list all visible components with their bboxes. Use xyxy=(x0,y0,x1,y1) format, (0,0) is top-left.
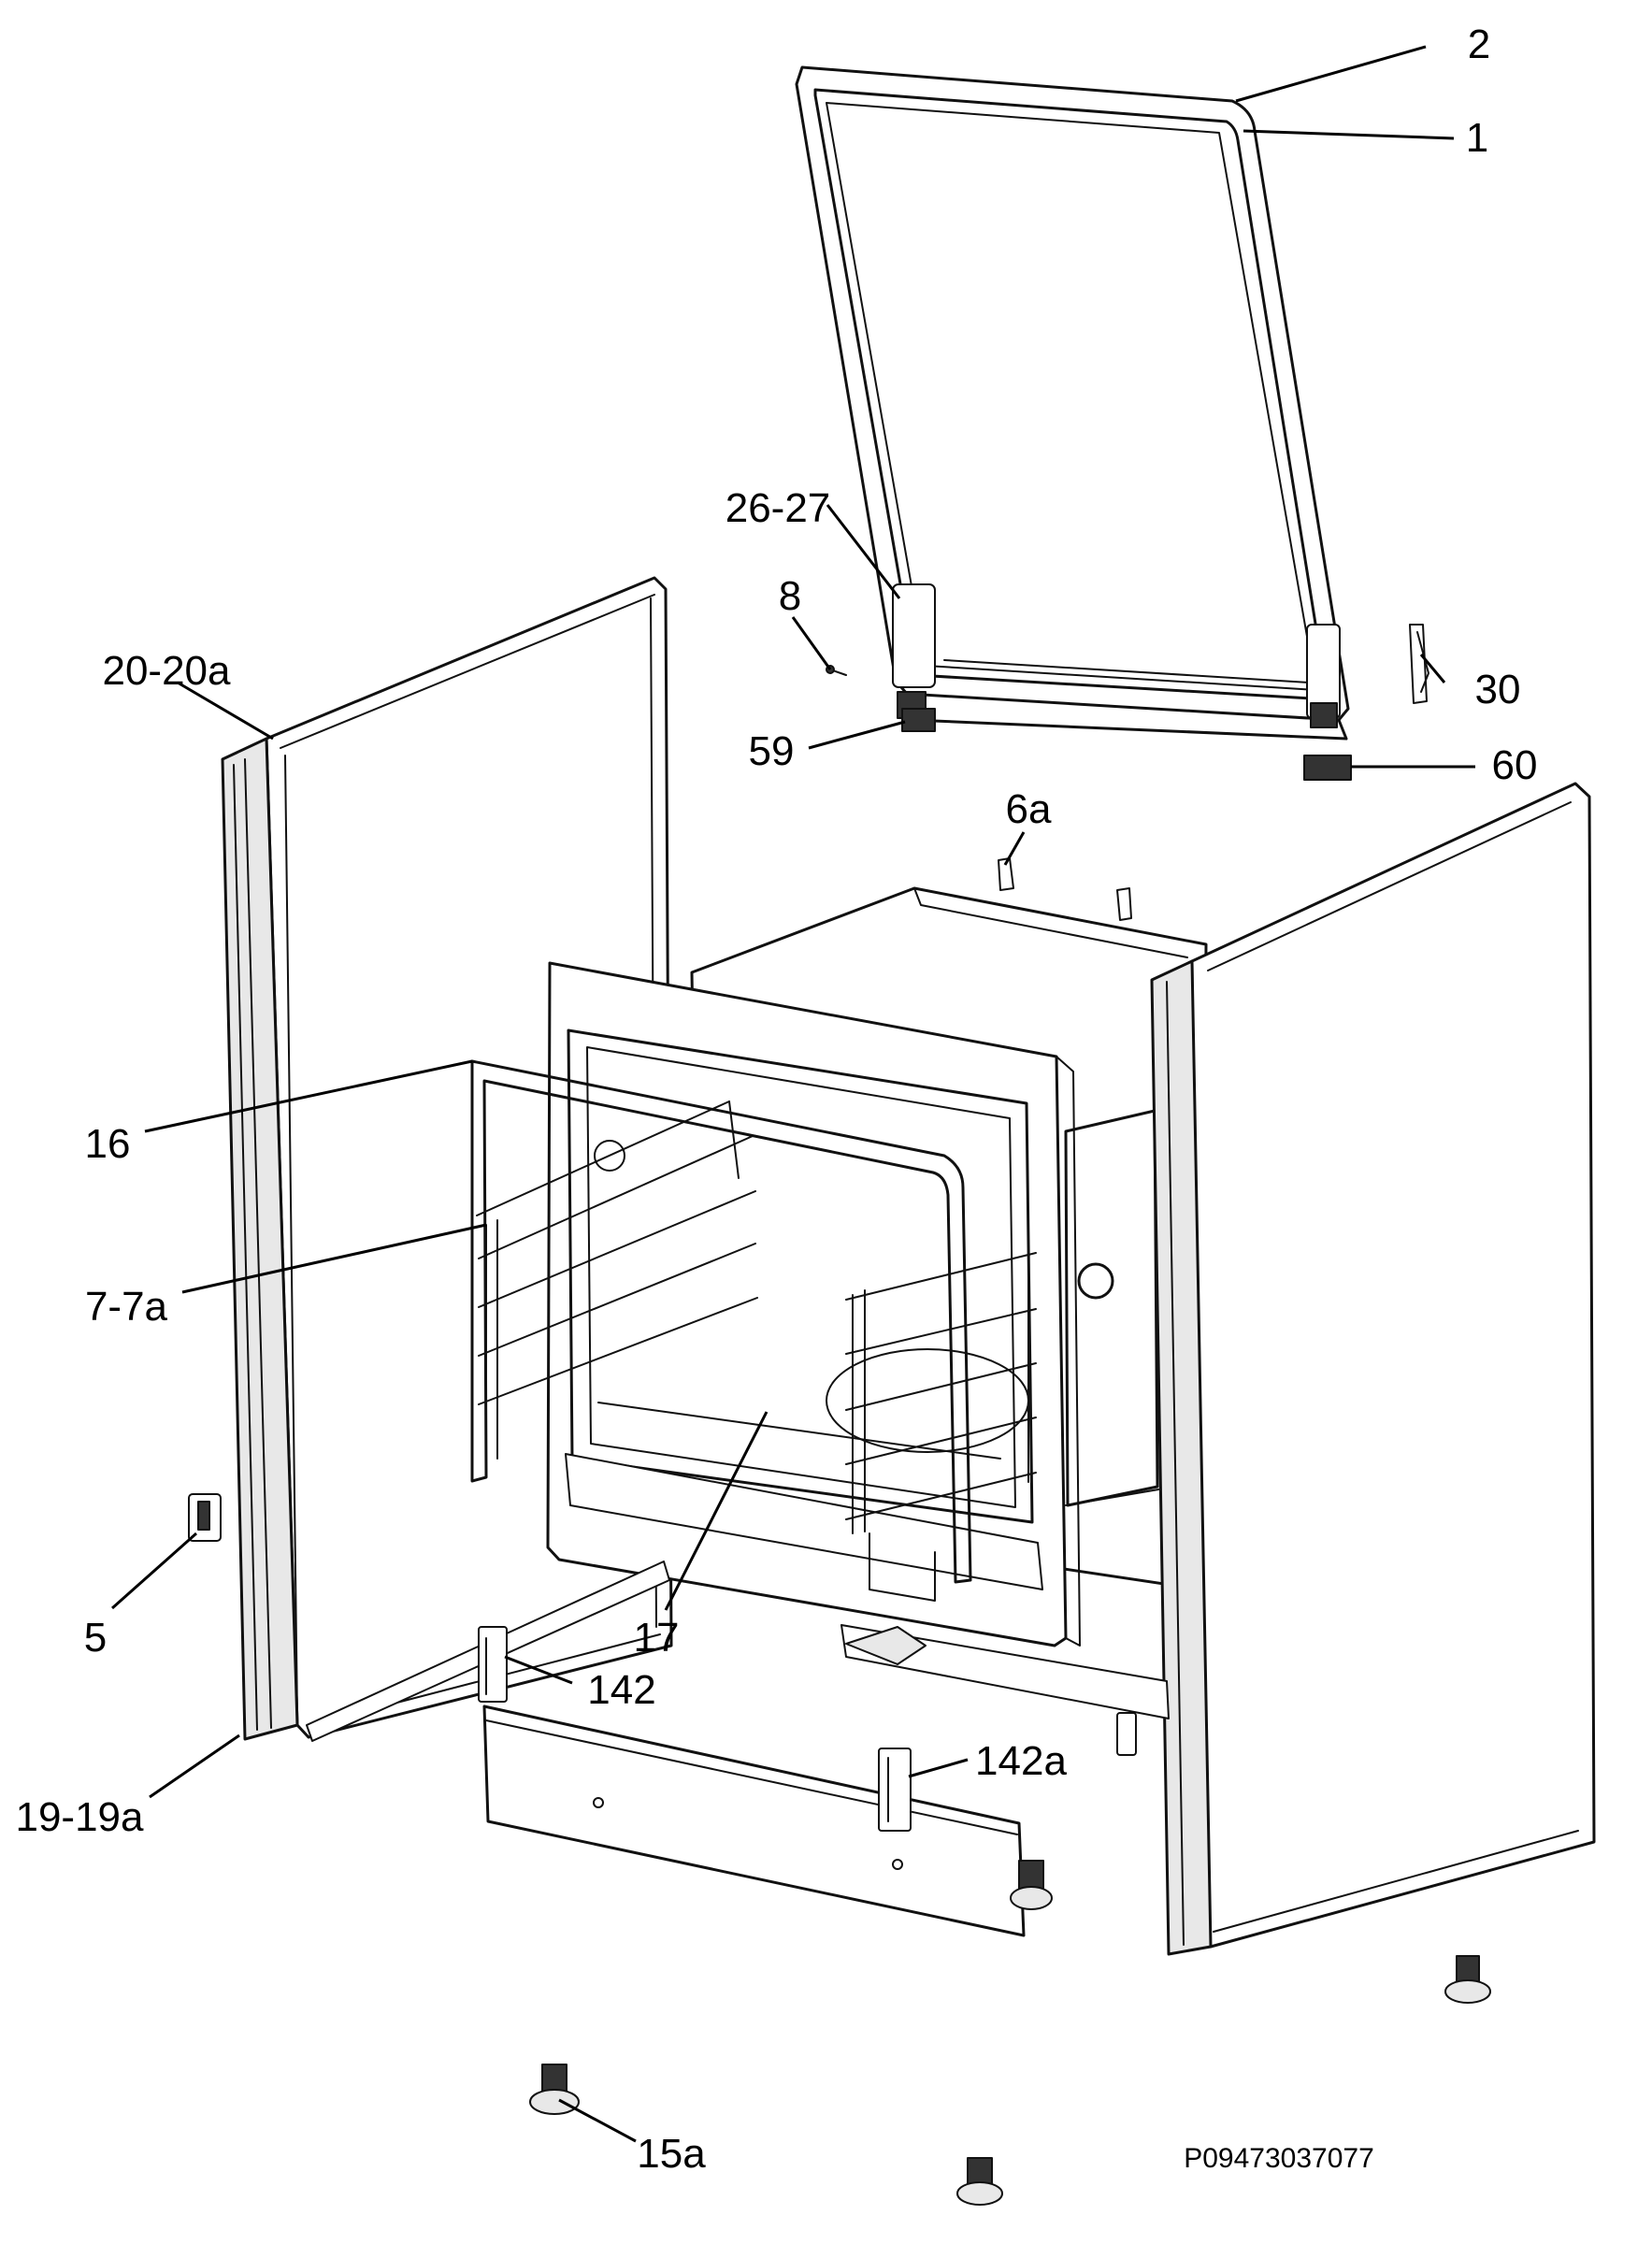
callout-19-19a: 19-19a xyxy=(15,1794,144,1840)
top-lid-frame xyxy=(795,65,1350,741)
left-rear-rail xyxy=(221,737,299,1741)
callout-5: 5 xyxy=(84,1615,107,1661)
callout-142: 142 xyxy=(587,1667,655,1713)
callout-6a: 6a xyxy=(1006,786,1052,832)
callout-labels: 2 1 26-27 8 30 59 60 6a 20-20a 16 7-7a 5… xyxy=(15,22,1537,2177)
adjustable-foot xyxy=(529,2064,580,2115)
bracket-part-142a xyxy=(878,1748,912,1832)
door-gasket-seal xyxy=(470,1059,972,1584)
hinge-part-60 xyxy=(1303,755,1352,781)
callout-26-27: 26-27 xyxy=(725,485,831,531)
callout-2: 2 xyxy=(1468,22,1490,67)
callout-60: 60 xyxy=(1492,742,1538,788)
leader-lines xyxy=(111,45,1475,2143)
bracket-part-142 xyxy=(478,1626,508,1703)
callout-59: 59 xyxy=(749,728,795,774)
fixing-clips-part-6a xyxy=(998,857,1132,921)
adjustable-foot xyxy=(1444,1955,1491,2004)
oven-front-frame xyxy=(546,961,1081,1647)
lid-stay-part-30 xyxy=(1409,624,1429,704)
callout-1: 1 xyxy=(1466,115,1488,161)
callout-30: 30 xyxy=(1475,667,1521,712)
bracket-part-5 xyxy=(188,1493,222,1542)
callout-20-20a: 20-20a xyxy=(102,648,231,694)
plinth-front-panel xyxy=(482,1705,1026,1937)
right-shelf-support-rack xyxy=(826,1252,1037,1534)
left-shelf-support-rack xyxy=(476,1100,758,1461)
adjustable-foot xyxy=(956,2157,1003,2206)
callout-16: 16 xyxy=(85,1121,131,1167)
hinge-part-59 xyxy=(901,708,936,732)
callout-15a: 15a xyxy=(637,2131,706,2177)
callout-142a: 142a xyxy=(975,1738,1067,1784)
callout-7-7a: 7-7a xyxy=(85,1284,168,1330)
callout-8: 8 xyxy=(779,573,801,619)
drawing-code: P09473037077 xyxy=(1184,2143,1374,2174)
callout-17: 17 xyxy=(634,1615,680,1661)
right-side-panel xyxy=(1190,782,1596,1949)
adjustable-foot xyxy=(1010,1860,1053,1910)
